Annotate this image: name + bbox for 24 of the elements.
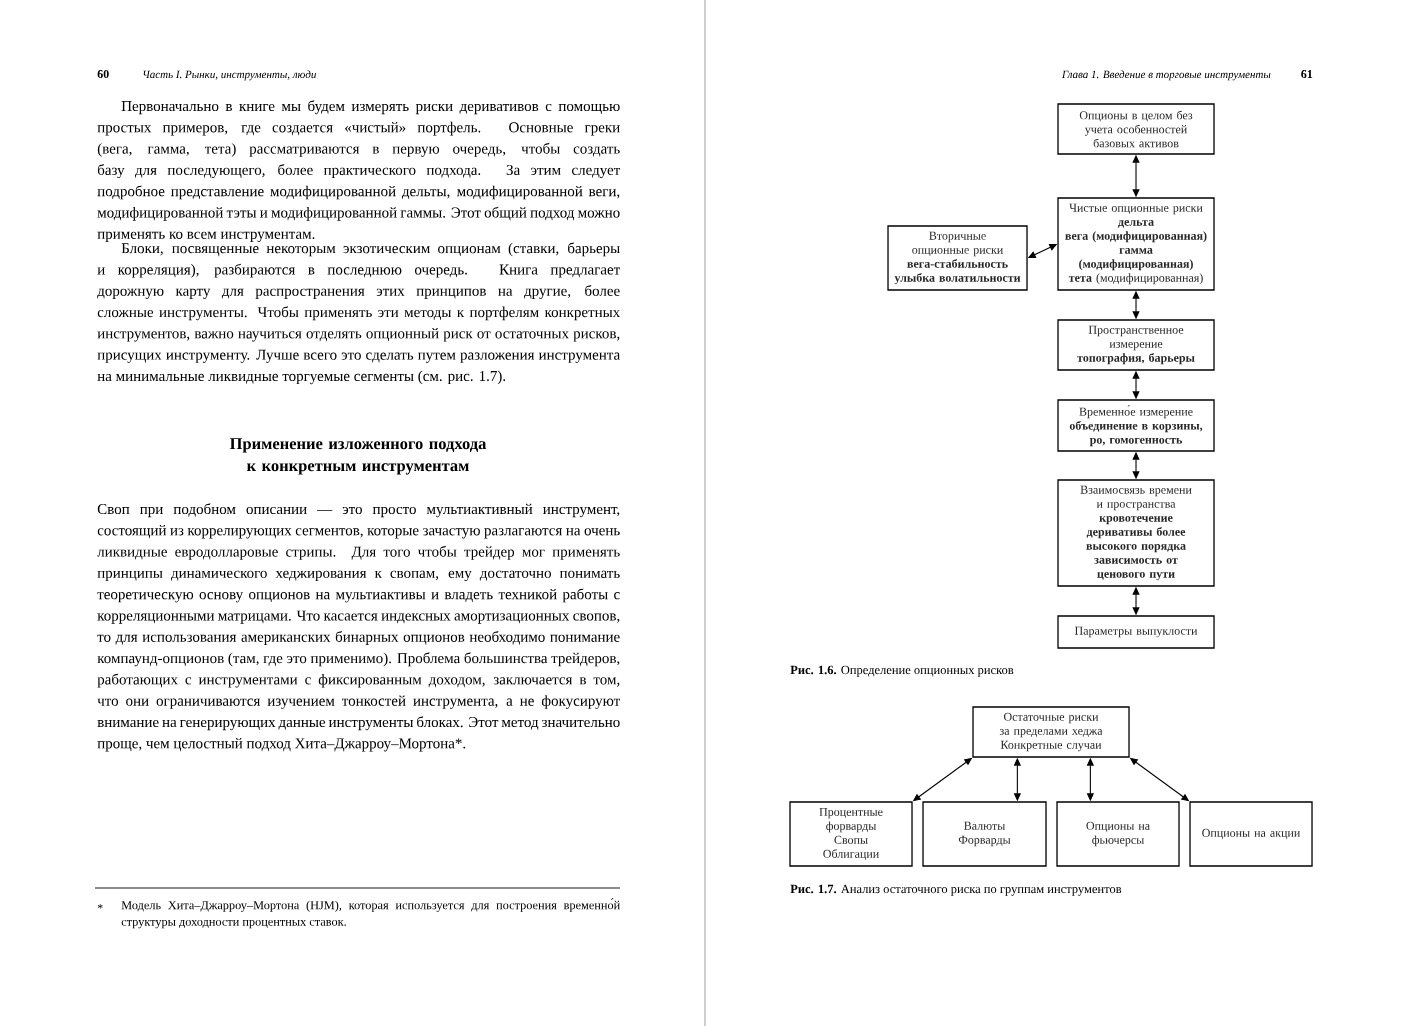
figure-caption: Рис. 1.7. Анализ остаточного риска по группам инструментов	[790, 884, 1122, 896]
process-box: Валюты Форварды	[922, 801, 1047, 867]
footnote-mark: *	[97, 904, 103, 909]
process-box: Опционы на акции	[1189, 801, 1313, 867]
process-box: Вторичные опционные риски вега-стабильность улыбка волатильности	[887, 225, 1028, 291]
section-heading: Применение изложенного подхода к конкретным инструментам	[229, 438, 487, 475]
figure-caption: Рис. 1.6. Определение опционных рисков	[790, 665, 1014, 677]
body-paragraph: Первоначально в книге мы будем измерять риски деривативов с помощью простых примеров, где создается «чистый» портфель. Основные греки (вега, гамма, тета) рассматриваются в первую очередь, чтобы создать базу для последующего, более практического подхода. За этим следует подробное представление модифицированной дельты, модифицированной веги, модифицированной тэты и модифицированной гаммы. Этот общий подход можно применять ко всем инструментам.	[97, 100, 621, 242]
process-box: Пространственное измерение топография, барьеры	[1057, 319, 1215, 371]
process-box: Опционы в целом без учета особенностей базовых активов	[1057, 103, 1215, 155]
body-paragraph: Своп при подобном описании — это просто мультиактивный инструмент, состоящий из коррелирующих сегментов, которые зачастую разлагаются на очень ликвидные евродолларовые стрипы. Для того чтобы трейдер мог применять принципы динамического хеджирования к свопам, ему достаточно понимать теоретическую основу опционов на мультиактивы и владеть техникой работы с корреляционными матрицами. Что касается индексных амортизационных свопов, то для использования американских бинарных опционов необходимо понимание компаунд-опционов (там, где это применимо). Проблема большинства трейдеров, работающих с инструментами с фиксированным доходом, заключается в том, что они ограничиваются изучением тонкостей инструмента, а не фокусируют внимание на генерирующих данные инструменты блоках. Этот метод значительно проще, чем целостный подход Хита–Джарроу–Мортона*.	[97, 503, 620, 752]
process-box: Параметры выпуклости	[1057, 615, 1215, 649]
running-header: Часть I. Рынки, инструменты, люди	[143, 70, 316, 81]
running-header: Глава 1. Введение в торговые инструменты	[1061, 70, 1271, 81]
page-number: 60	[97, 70, 109, 79]
process-box: Временно́е измерение объединение в корзины, ро, гомогенность	[1057, 399, 1215, 452]
process-box: Чистые опционные риски дельта вега (модифицированная) гамма (модифицированная) тета (модифицированная)	[1057, 197, 1215, 291]
process-box: Остаточные риски за пределами хеджа Конкретные случаи	[972, 706, 1130, 758]
process-box: Взаимосвязь времени и пространства кровотечение деривативы более высокого порядка зависимость от ценового пути	[1057, 479, 1215, 587]
process-box: Опционы на фьючерсы	[1056, 801, 1180, 867]
page-number: 61	[1301, 70, 1313, 79]
process-box: Процентные форварды Свопы Облигации	[789, 801, 913, 867]
footnote-text: Модель Хита–Джарроу–Мортона (HJM), которая используется для построения временно́й структуры доходности процентных ставок.	[121, 898, 620, 929]
body-paragraph: Блоки, посвященные некоторым экзотическим опционам (ставки, барьеры и корреляция), разбираются в последнюю очередь. Книга предлагает дорожную карту для распространения этих принципов на другие, более сложные инструменты. Чтобы применять эти методы к портфелям конкретных инструментов, важно научиться отделять опционный риск от остаточных рисков, присущих инструменту. Лучше всего это сделать путем разложения инструмента на минимальные ликвидные торгуемые сегменты (см. рис. 1.7).	[97, 242, 621, 385]
